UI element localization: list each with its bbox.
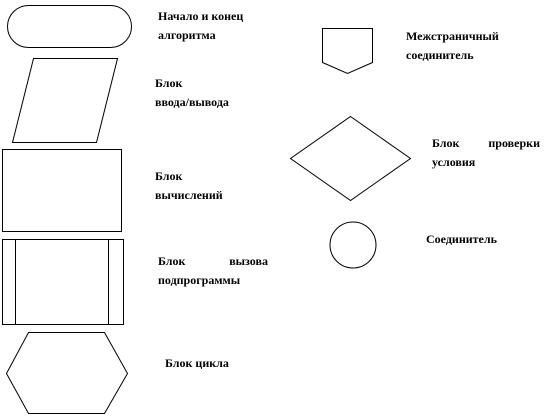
decision-label-word1: Блок [432,136,460,150]
subroutine-label-line2: подпрограммы [158,273,241,287]
decision-label-line2: условия [432,155,476,169]
decision-shape [289,115,412,202]
terminator-label-line2: алгоритма [158,28,216,42]
loop-shape [5,332,129,414]
process-label: Блок вычислений [155,167,223,205]
terminator-shape [7,5,132,48]
connector-label: Соединитель [426,230,497,249]
terminator-label-line1: Начало и конец [158,9,244,23]
offpage-label-line1: Межстраничный [406,29,499,43]
subroutine-label-word1: Блок [158,254,186,268]
subroutine-label-word2: вызова [229,254,268,268]
io-label: Блок ввода/вывода [155,74,229,112]
process-label-line1: Блок [155,169,183,183]
offpage-connector-shape [322,28,373,75]
subroutine-label-line1: Блок вызова [158,252,268,271]
offpage-label: Межстраничный соединитель [406,27,499,65]
decision-label-line1: Блок проверки [432,134,540,153]
process-shape [2,149,122,232]
loop-label: Блок цикла [165,354,229,373]
connector-label-line1: Соединитель [426,232,497,246]
process-label-line2: вычислений [155,188,223,202]
loop-label-line1: Блок цикла [165,356,229,370]
subroutine-shape [2,239,124,325]
terminator-label: Начало и конец алгоритма [158,7,268,45]
io-label-line1: Блок [155,76,183,90]
subroutine-label: Блок вызова подпрограммы [158,252,268,290]
io-label-line2: ввода/вывода [155,95,229,109]
io-shape [11,58,119,143]
connector-shape [329,221,377,269]
decision-label: Блок проверки условия [432,134,540,172]
offpage-label-line2: соединитель [406,48,474,62]
decision-label-word2: проверки [488,136,540,150]
